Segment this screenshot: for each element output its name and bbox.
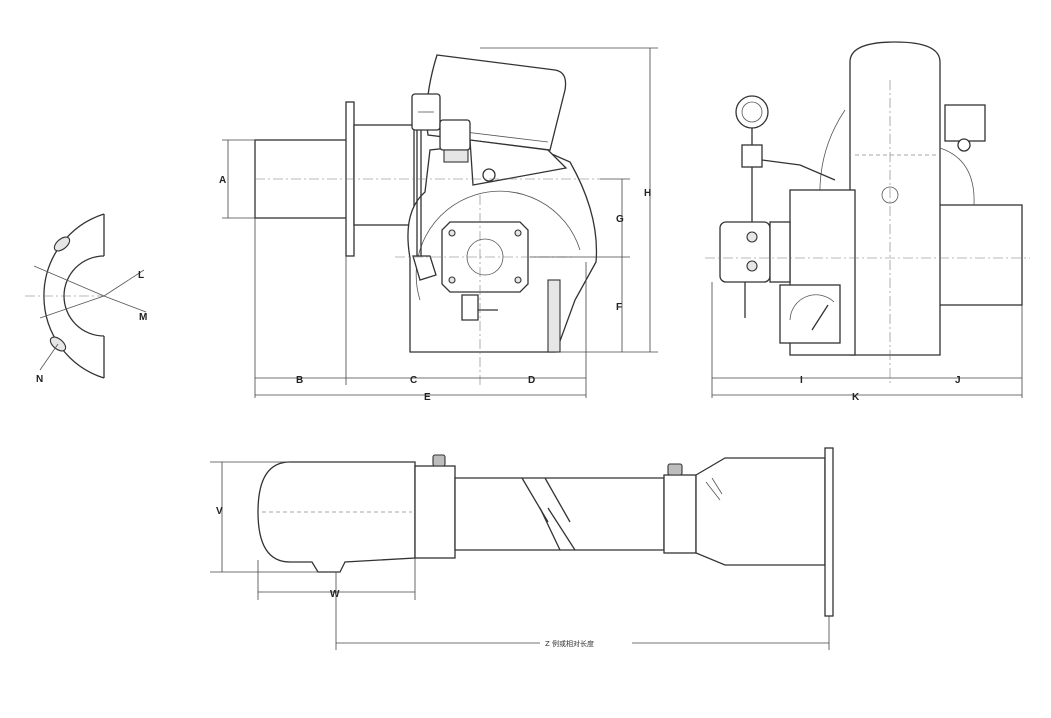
front-oil-pipe [761, 159, 836, 181]
front-pump-port [746, 231, 758, 243]
front-pump-coupling [769, 221, 791, 283]
end-flange [824, 447, 834, 617]
label-J: J [955, 375, 961, 386]
flange-angle-line-2 [39, 295, 105, 319]
label-I: I [800, 375, 803, 386]
leader-N [39, 343, 59, 371]
front-pump-port [746, 260, 758, 272]
front-view: I J K [705, 41, 1030, 403]
flange-bolt-slot-top-icon [53, 236, 71, 252]
burner-neck [353, 124, 415, 226]
label-M: M [139, 312, 147, 323]
label-G: G [616, 214, 624, 225]
label-A: A [219, 175, 226, 186]
front-right-arc [939, 147, 975, 206]
front-pressure-gauge-icon [735, 95, 769, 129]
pump-bolt [514, 229, 522, 237]
label-H: H [644, 188, 651, 199]
label-B: B [296, 375, 303, 386]
tube-collar [414, 465, 456, 559]
label-K: K [852, 392, 860, 403]
solenoid-body [443, 149, 469, 163]
flange-angle-line-1 [33, 265, 105, 297]
side-panel [547, 279, 561, 353]
leader-L [103, 269, 145, 297]
cone-hatch [705, 477, 723, 501]
label-F: F [616, 302, 622, 313]
collar-screw-icon [432, 454, 446, 467]
label-V: V [216, 506, 223, 517]
solenoid-valve [439, 119, 471, 151]
dial-needle [811, 304, 829, 331]
elbow-fitting [412, 255, 437, 281]
front-control-box [944, 104, 986, 142]
front-fan-housing [849, 41, 941, 356]
tube-head [257, 461, 416, 573]
damper-knob [482, 168, 496, 182]
air-damper-dial-icon [779, 284, 841, 344]
front-knob [957, 138, 971, 152]
label-C: C [410, 375, 417, 386]
label-W: W [330, 589, 340, 600]
front-side-arc [819, 109, 846, 201]
label-N: N [36, 374, 43, 385]
leader-M [103, 295, 147, 313]
label-E: E [424, 392, 431, 403]
long-tube [454, 477, 665, 551]
extended-tube-view: V W Z 例或相对长度 [210, 447, 834, 650]
flange-view: L M N [25, 213, 147, 385]
tube-collar-2 [663, 474, 697, 554]
front-gauge-face [741, 101, 763, 123]
side-view: A B C D E F G H [219, 47, 658, 403]
label-L: L [138, 270, 144, 281]
label-D: D [528, 375, 535, 386]
collar-screw-2-icon [667, 463, 683, 476]
pump-bolt [448, 276, 456, 284]
dial-arc [789, 294, 835, 321]
front-oil-pump [719, 221, 771, 283]
tube-cone [695, 457, 826, 566]
label-Z: Z 例或相对长度 [545, 639, 594, 648]
break-symbol-2 [539, 507, 576, 551]
pump-bolt [448, 229, 456, 237]
front-solenoid [741, 144, 763, 168]
return-fitting [461, 294, 479, 321]
front-blast-tube [935, 204, 1023, 306]
pump-bolt [514, 276, 522, 284]
